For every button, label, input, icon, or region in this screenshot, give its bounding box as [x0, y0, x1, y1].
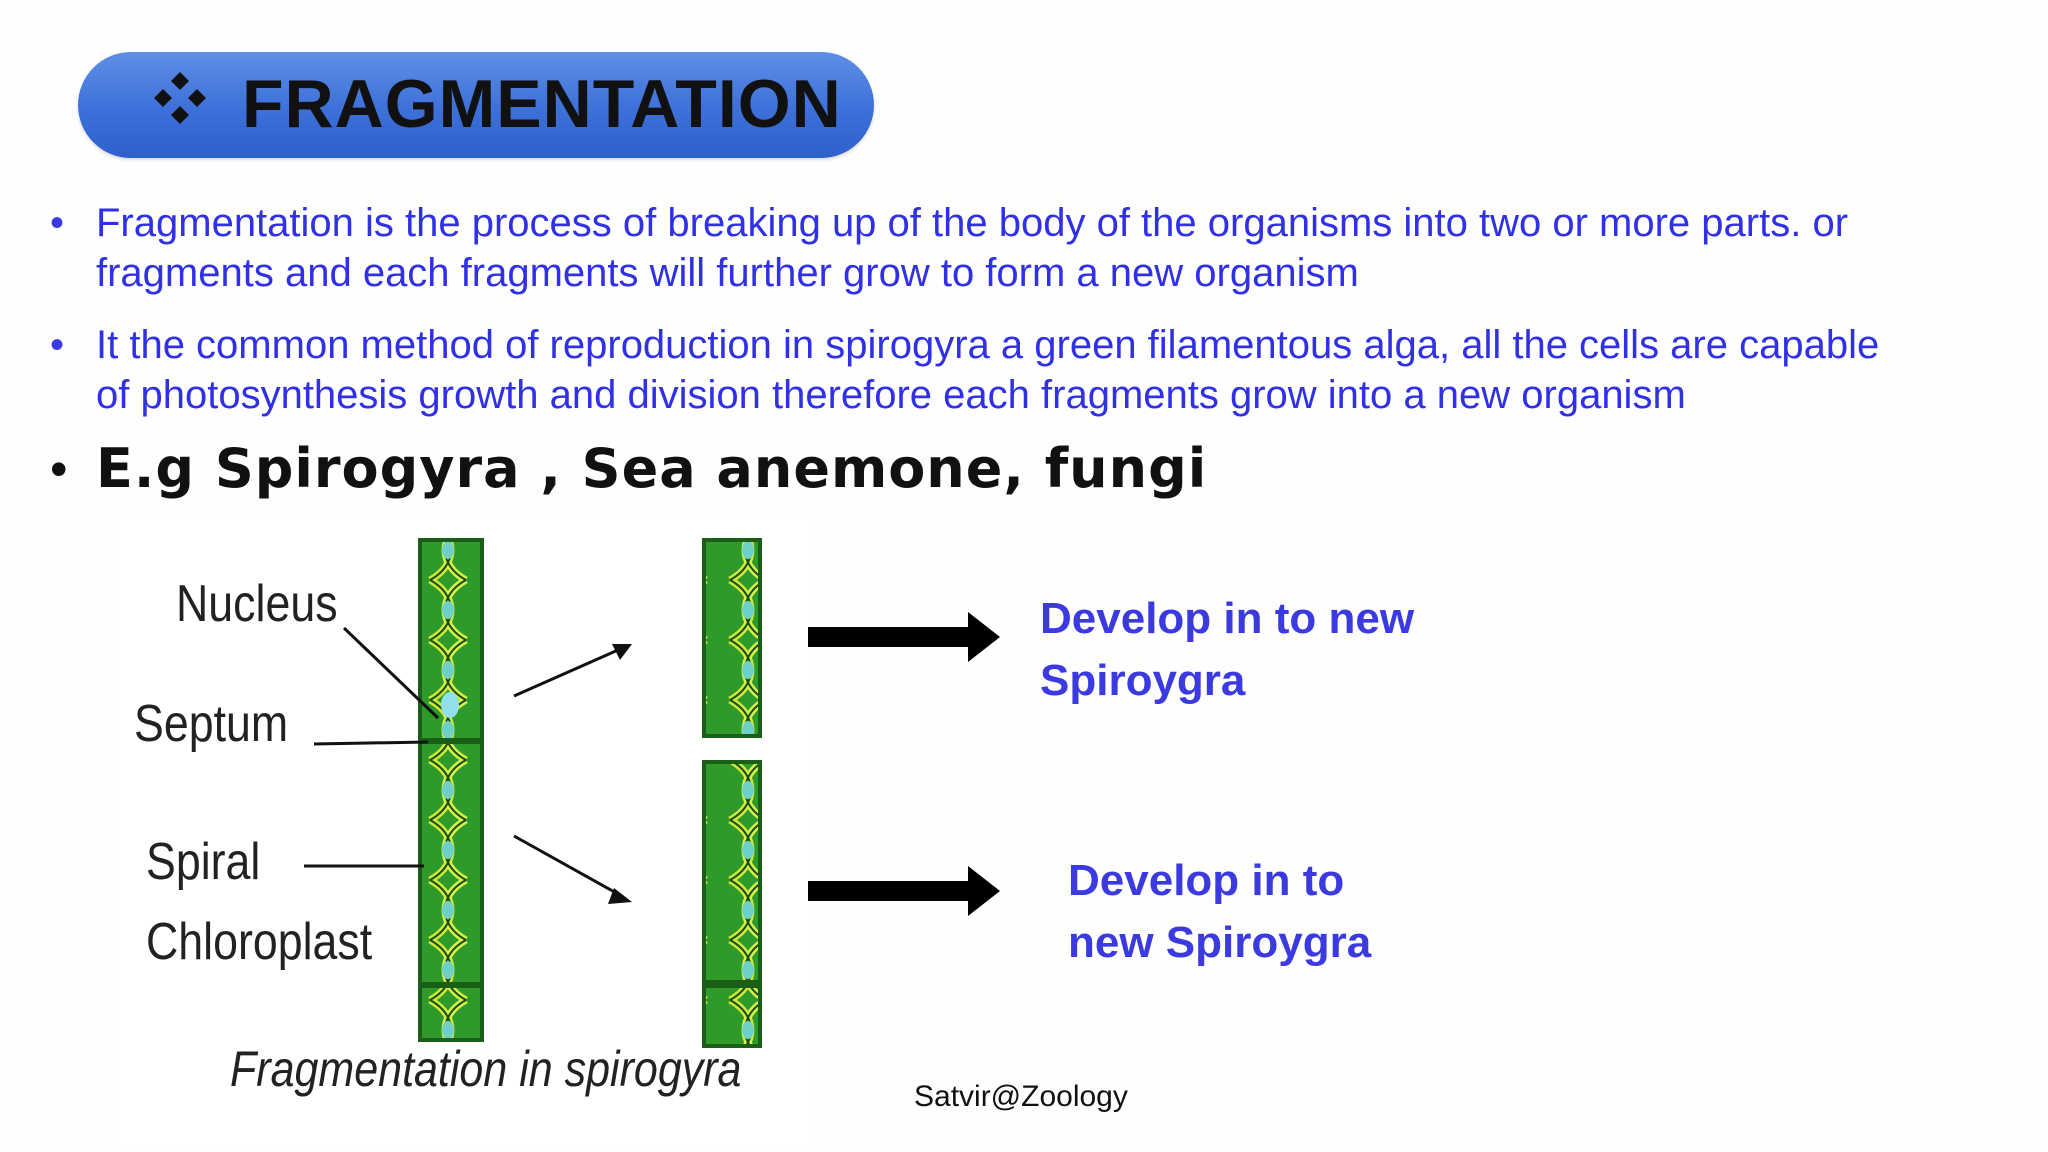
outcome-line: Develop in to new: [1040, 594, 1415, 643]
bullet-item: • It the common method of reproduction i…: [48, 320, 2008, 420]
outcome-line: Develop in to: [1068, 856, 1345, 905]
fragment-bottom: [702, 760, 762, 1048]
split-arrow-down: [513, 834, 632, 904]
label-chloroplast: Chloroplast: [146, 913, 373, 971]
original-filament: [418, 538, 484, 1042]
bullet-line: of photosynthesis growth and division th…: [96, 373, 1686, 417]
example-text: E.g Spirogyra , Sea anemone, fungi: [96, 437, 1208, 500]
diagram-caption: Fragmentation in spirogyra: [230, 1041, 742, 1097]
title-banner: [78, 52, 874, 158]
slide-title: FRAGMENTATION: [242, 66, 842, 142]
bullet-dot: •: [50, 323, 65, 367]
outcome-text: Develop in to new Spiroygra: [1068, 850, 1488, 974]
bullet-line: It the common method of reproduction in …: [96, 323, 1880, 367]
septum-pointer: [313, 740, 429, 746]
split-arrow-up: [513, 644, 632, 698]
nucleus-pointer: [342, 626, 440, 720]
right-arrow-icon: [808, 866, 1000, 916]
outcome-text: Develop in to new Spiroygra: [1040, 588, 1460, 712]
author-credit: Satvir@Zoology: [914, 1080, 1128, 1113]
bullet-list: • Fragmentation is the process of breaki…: [48, 198, 2008, 504]
nucleus-shape: [441, 692, 459, 718]
spirogyra-diagram: [304, 538, 762, 1048]
outcome-line: new Spiroygra: [1068, 918, 1372, 967]
fragment-top: [702, 538, 762, 738]
right-arrow-icon: [808, 612, 1000, 662]
bullet-line: fragments and each fragments will furthe…: [96, 251, 1359, 295]
bullet-item: • Fragmentation is the process of breaki…: [48, 198, 2008, 298]
outcome-line: Spiroygra: [1040, 656, 1246, 705]
bullet-dot: •: [50, 201, 65, 245]
four-diamond-bullet-icon: [154, 72, 206, 124]
label-septum: Septum: [134, 695, 289, 753]
bullet-line: Fragmentation is the process of breaking…: [96, 201, 1849, 245]
bullet-dot: •: [50, 441, 68, 497]
example-item: • E.g Spirogyra , Sea anemone, fungi: [48, 434, 2008, 504]
label-nucleus: Nucleus: [176, 575, 338, 633]
label-spiral: Spiral: [146, 833, 261, 891]
